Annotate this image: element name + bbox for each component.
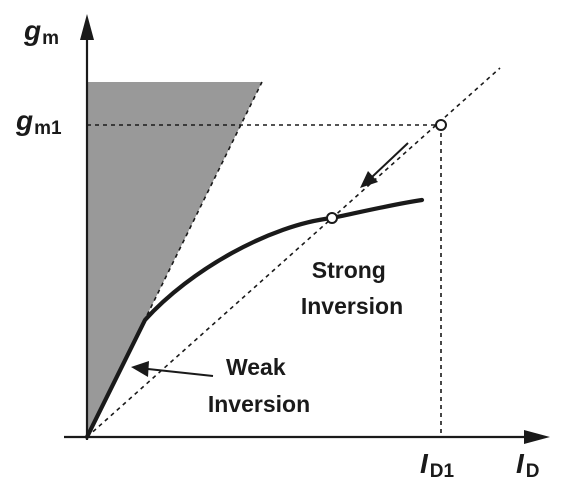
peak-point-marker: [435, 119, 447, 131]
gm-curve: [84, 197, 425, 440]
operating-point-marker: [326, 212, 338, 224]
weak-pointer-line: [147, 368, 214, 377]
gm1-tick-label: gm1: [15, 105, 62, 139]
strong-pointer-arrow-icon: [360, 171, 378, 188]
y-axis-arrow-icon: [80, 14, 94, 40]
weak-pointer-arrow-icon: [131, 361, 149, 377]
weak-inversion-label: Weak Inversion: [208, 354, 310, 417]
x-axis-arrow-icon: [524, 430, 550, 444]
y-axis-label: gm: [23, 15, 59, 49]
strong-inversion-label: Strong Inversion: [301, 257, 403, 319]
strong-pointer-line: [371, 142, 409, 178]
